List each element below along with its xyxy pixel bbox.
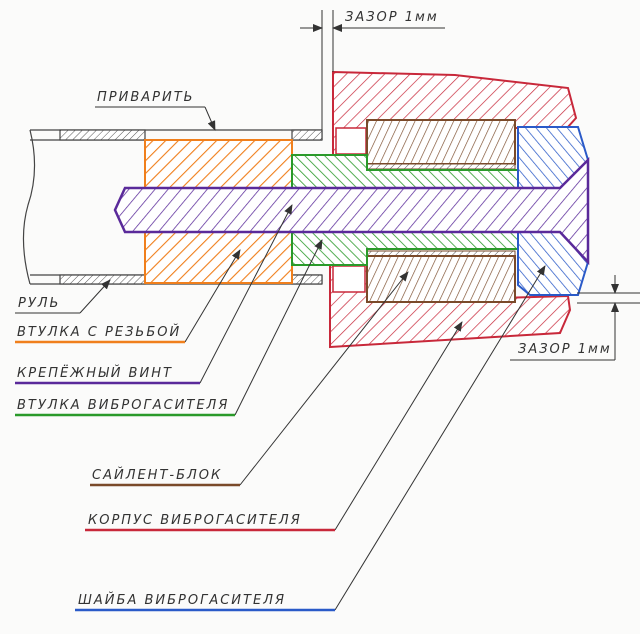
threaded-bushing bbox=[144, 139, 293, 284]
handlebar-label: РУЛЬ bbox=[18, 296, 61, 311]
label-underlines bbox=[15, 340, 335, 612]
threaded-bushing-label: ВТУЛКА С РЕЗЬБОЙ bbox=[17, 325, 182, 340]
leader-lines bbox=[15, 106, 546, 611]
damper-housing-label: КОРПУС ВИБРОГАСИТЕЛЯ bbox=[88, 513, 302, 528]
top-gap-label: ЗАЗОР 1мм bbox=[345, 10, 439, 25]
right-gap-label: ЗАЗОР 1мм bbox=[518, 342, 612, 357]
silent-block bbox=[366, 119, 516, 303]
right-gap-dimension bbox=[510, 275, 640, 361]
weld-label: ПРИВАРИТЬ bbox=[97, 90, 195, 105]
silent-block-label: САЙЛЕНТ-БЛОК bbox=[92, 468, 223, 483]
fixing-bolt bbox=[113, 156, 590, 266]
damper-bushing-label: ВТУЛКА ВИБРОГАСИТЕЛЯ bbox=[17, 398, 230, 413]
fixing-bolt-label: КРЕПЁЖНЫЙ ВИНТ bbox=[17, 366, 173, 381]
damper-washer-label: ШАЙБА ВИБРОГАСИТЕЛЯ bbox=[78, 593, 286, 608]
top-gap-dimension bbox=[300, 10, 445, 130]
